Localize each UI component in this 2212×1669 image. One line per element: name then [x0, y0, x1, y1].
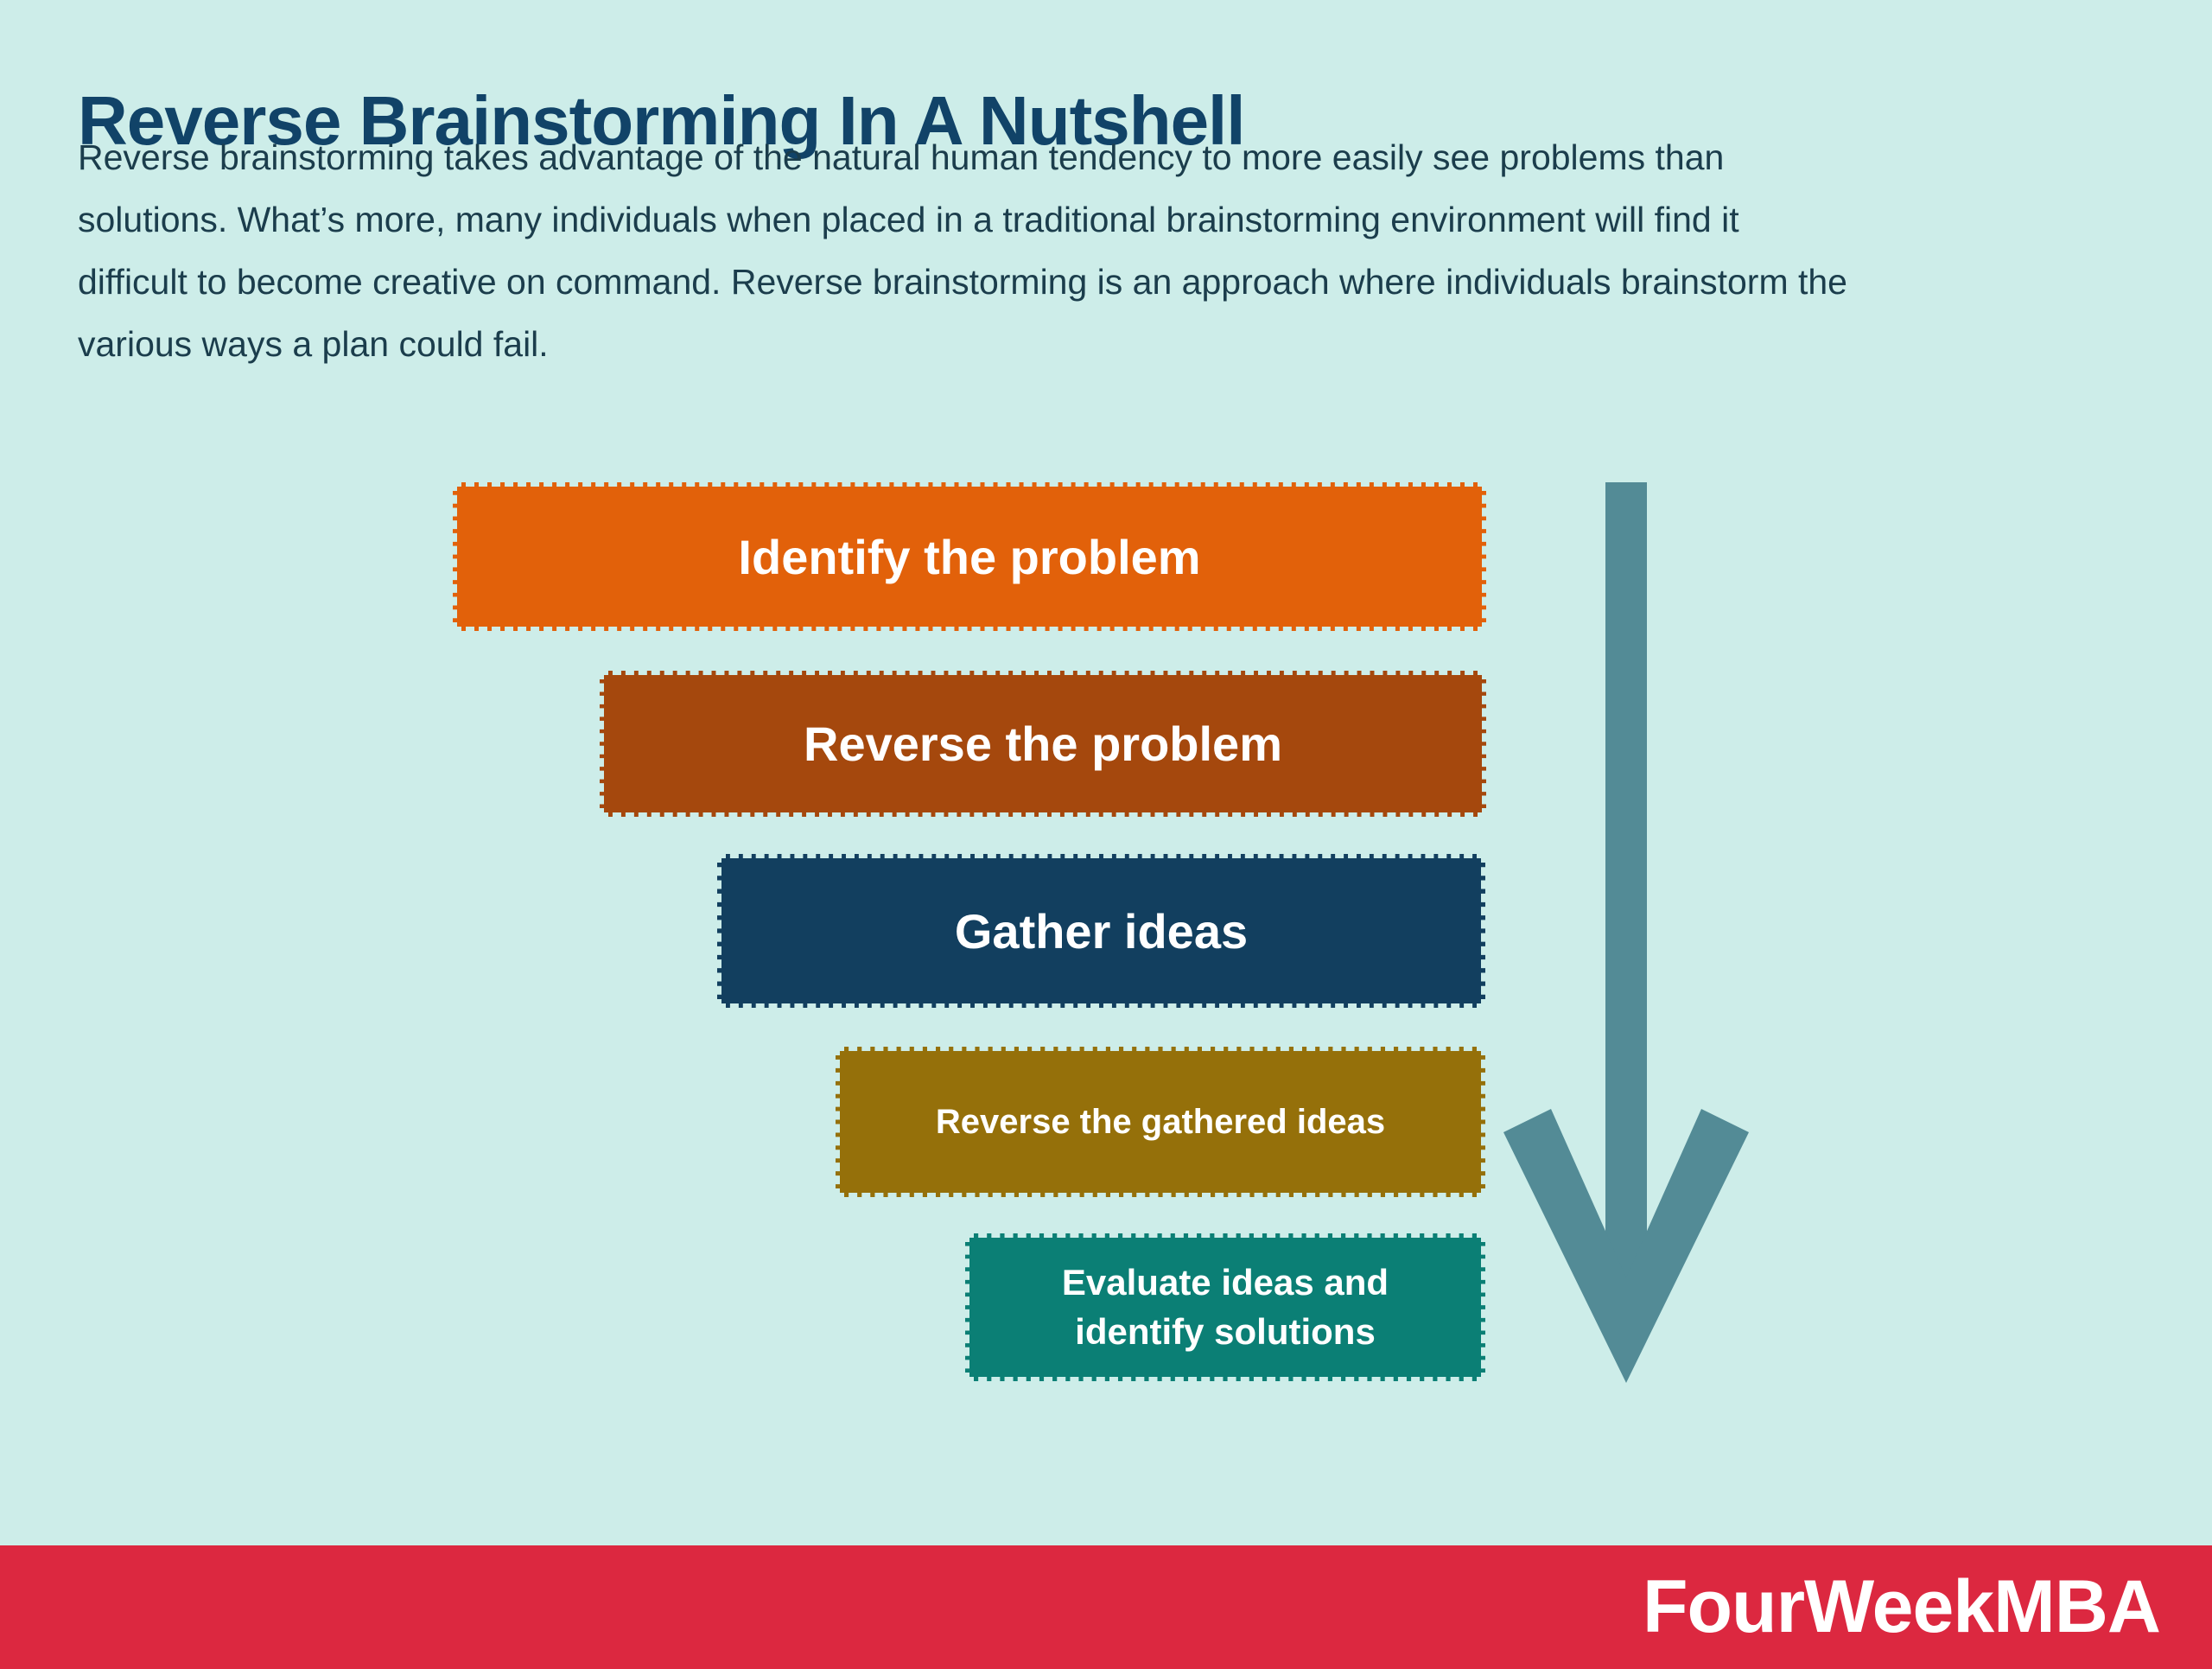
funnel-step-reverse-problem: Reverse the problem: [600, 671, 1486, 817]
down-arrow-shape: [1503, 482, 1749, 1383]
funnel-step-label: Gather ideas: [954, 903, 1249, 959]
funnel-step-label: Evaluate ideas and identify solutions: [1061, 1261, 1389, 1352]
description-line: difficult to become creative on command.…: [78, 262, 1847, 302]
arrow-head: [1503, 1109, 1749, 1383]
description-line: various ways a plan could fail.: [78, 324, 549, 364]
funnel-step-gather-ideas: Gather ideas: [717, 854, 1485, 1008]
funnel-step-evaluate-ideas: Evaluate ideas and identify solutions: [965, 1233, 1485, 1381]
funnel-step-label: Reverse the problem: [804, 717, 1282, 771]
arrow-stem: [1605, 482, 1647, 1288]
page-title: Reverse Brainstorming In A Nutshell: [78, 81, 1246, 159]
brand-logo: FourWeekMBA: [1642, 1565, 2161, 1648]
funnel-step-identify-problem: Identify the problem: [453, 482, 1486, 631]
description-line: Reverse brainstorming takes advantage of…: [78, 137, 1725, 177]
description-line: solutions. What’s more, many individuals…: [78, 200, 1739, 239]
funnel-step-label: Reverse the gathered ideas: [935, 1102, 1386, 1141]
funnel-step-label: Identify the problem: [738, 529, 1201, 584]
footer-band: FourWeekMBA: [0, 1545, 2212, 1669]
funnel-step-reverse-gathered-ideas: Reverse the gathered ideas: [836, 1047, 1485, 1197]
description-paragraph: Reverse brainstorming takes advantage of…: [78, 126, 2022, 375]
